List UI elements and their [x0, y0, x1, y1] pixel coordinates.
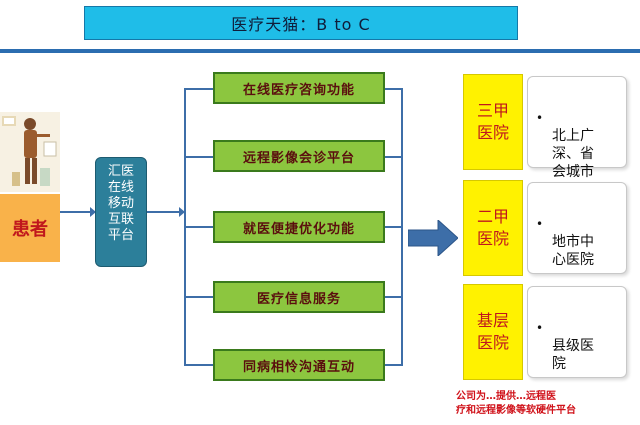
- patient-to-hub-arrow: [60, 207, 96, 217]
- feature-box: 远程影像会诊平台: [213, 140, 385, 172]
- tier-cities-top: • 北上广 深、省 会城市: [527, 76, 627, 180]
- feature-box: 医疗信息服务: [213, 281, 385, 313]
- tier-card-top: 三甲 医院: [463, 74, 523, 170]
- bullet-icon: •: [536, 321, 544, 335]
- feature-box: 在线医疗咨询功能: [213, 72, 385, 104]
- diagram-title: 医疗天猫：B to C: [84, 6, 518, 40]
- hub-to-features-arrow: [147, 207, 185, 217]
- tier-card-base: 基层 医院: [463, 284, 523, 380]
- tier-cities-text: 地市中 心医院: [552, 234, 594, 268]
- patient-label: 患者: [0, 194, 60, 262]
- left-bracket-tick: [184, 156, 214, 158]
- patient-illustration: [0, 112, 60, 192]
- left-bracket-tick: [184, 88, 214, 90]
- tier-cities-mid: • 地市中 心医院: [527, 182, 627, 274]
- right-bracket-vertical: [401, 88, 403, 366]
- footer-note: 公司为…提供…远程医 疗和远程影像等软硬件平台: [456, 391, 576, 416]
- title-divider: [0, 49, 640, 53]
- bullet-icon: •: [536, 217, 544, 231]
- right-bracket-tick: [385, 88, 403, 90]
- left-bracket-tick: [184, 226, 214, 228]
- patient-figure-icon: [2, 116, 57, 186]
- tier-cities-text: 县级医 院: [552, 338, 594, 372]
- tier-cities-text: 北上广 深、省 会城市: [552, 128, 594, 180]
- block-arrow-icon: [408, 220, 458, 256]
- right-bracket-tick: [385, 156, 403, 158]
- bullet-icon: •: [536, 111, 544, 125]
- feature-box: 就医便捷优化功能: [213, 211, 385, 243]
- right-bracket-tick: [385, 364, 403, 366]
- left-bracket-tick: [184, 364, 214, 366]
- tier-card-mid: 二甲 医院: [463, 180, 523, 276]
- right-bracket-tick: [385, 226, 403, 228]
- left-bracket-tick: [184, 296, 214, 298]
- feature-box: 同病相怜沟通互动: [213, 349, 385, 381]
- tier-cities-base: • 县级医 院: [527, 286, 627, 378]
- hub-platform-box: 汇医 在线 移动 互联 平台: [95, 157, 147, 267]
- right-bracket-tick: [385, 296, 403, 298]
